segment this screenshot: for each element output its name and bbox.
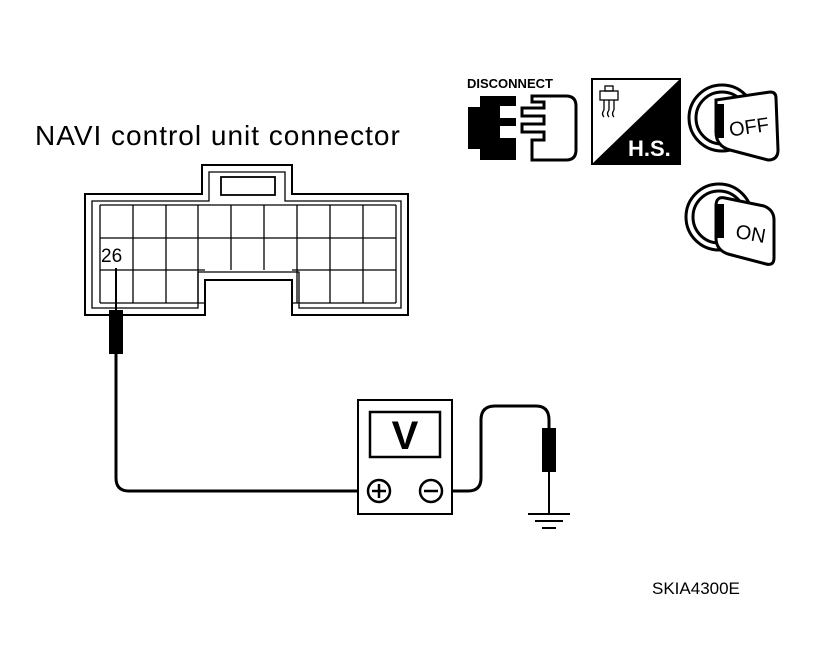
ignition-key-on-icon: ON	[684, 182, 776, 266]
disconnect-icon: DISCONNECT	[467, 76, 578, 162]
key-on-label: ON	[734, 221, 767, 248]
negative-probe	[542, 428, 556, 514]
pin-number: 26	[101, 246, 122, 267]
connector-label: NAVI control unit connector	[35, 120, 401, 151]
connector-pictogram-icon	[599, 85, 619, 118]
voltmeter: V	[357, 399, 453, 515]
negative-lead-wire	[442, 404, 551, 493]
navi-connector	[84, 164, 409, 316]
positive-terminal-icon	[366, 478, 392, 504]
positive-lead-wire	[114, 354, 368, 493]
negative-terminal-icon	[418, 478, 444, 504]
positive-probe	[109, 268, 123, 354]
ground-symbol-icon	[528, 513, 570, 529]
hs-label: H.S.	[628, 136, 671, 161]
voltmeter-symbol: V	[392, 414, 419, 458]
ignition-key-off-icon: OFF	[687, 83, 780, 162]
harness-side-icon: H.S.	[591, 78, 681, 165]
disconnect-label: DISCONNECT	[467, 76, 553, 91]
figure-code: SKIA4300E	[652, 579, 740, 598]
